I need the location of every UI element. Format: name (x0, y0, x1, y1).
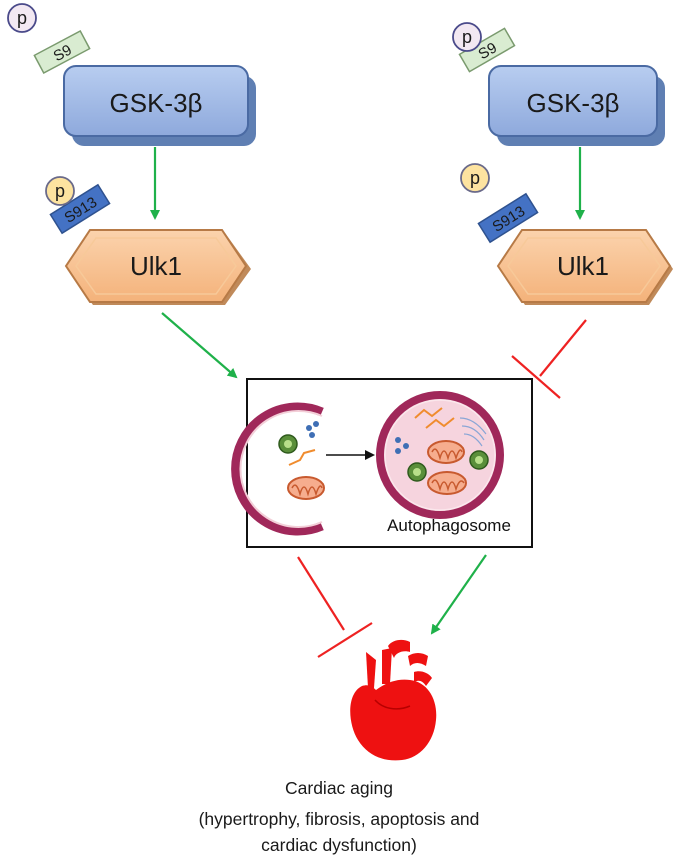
right-ulk-label: Ulk1 (557, 251, 609, 281)
heart-icon (350, 639, 437, 761)
left-gsk-p-label: p (17, 8, 27, 28)
right-gsk-label: GSK-3β (527, 88, 620, 118)
left-gsk-label: GSK-3β (110, 88, 203, 118)
outcome-detail-line-1: (hypertrophy, fibrosis, apoptosis and (198, 809, 480, 829)
autophagosome-label: Autophagosome (387, 516, 511, 535)
autophagosome-mitochondrion-2 (427, 471, 467, 495)
left-ulk-phospho: p (45, 176, 75, 206)
mitochondrion-icon (287, 476, 325, 500)
autophagosome-vesicle-2 (469, 450, 489, 470)
left-gsk-node: GSK-3β (63, 65, 256, 146)
left-activation-arrow-2 (161, 312, 238, 379)
right-inhibition-bar (511, 319, 587, 399)
left-inhibition-bar (297, 556, 373, 658)
right-gsk-node: GSK-3β (488, 65, 665, 146)
left-s9-tag: S9 (33, 29, 91, 75)
right-gsk-p-label: p (462, 27, 472, 47)
phagophore-vesicle (278, 434, 298, 454)
right-ulk-p-label: p (470, 168, 480, 188)
left-s9-label: S9 (51, 42, 75, 66)
right-s9-label: S9 (476, 39, 500, 63)
left-ulk-p-label: p (55, 181, 65, 201)
right-s9-tag: S9 (458, 27, 516, 73)
outcome-detail-line-2: cardiac dysfunction) (261, 835, 417, 855)
left-ulk-node: Ulk1 (64, 229, 251, 305)
outcome-title: Cardiac aging (285, 778, 393, 798)
right-gsk-phospho: p (452, 22, 482, 52)
phagophore (231, 402, 325, 536)
left-gsk-phospho: p (7, 3, 37, 33)
autophagy-box: Autophagosome (231, 378, 533, 548)
right-pathway: GSK-3β S9 p Ulk1 S913 p (452, 22, 673, 399)
right-ulk-phospho: p (460, 163, 490, 193)
bottom-activation-arrow (430, 554, 487, 635)
autophagosome (376, 391, 504, 519)
right-ulk-node: Ulk1 (496, 229, 673, 305)
left-ulk-label: Ulk1 (130, 251, 182, 281)
autophagosome-mitochondrion-1 (427, 440, 465, 464)
left-pathway: GSK-3β S9 p Ulk1 S913 p (7, 3, 256, 379)
autophagosome-vesicle-1 (407, 462, 427, 482)
